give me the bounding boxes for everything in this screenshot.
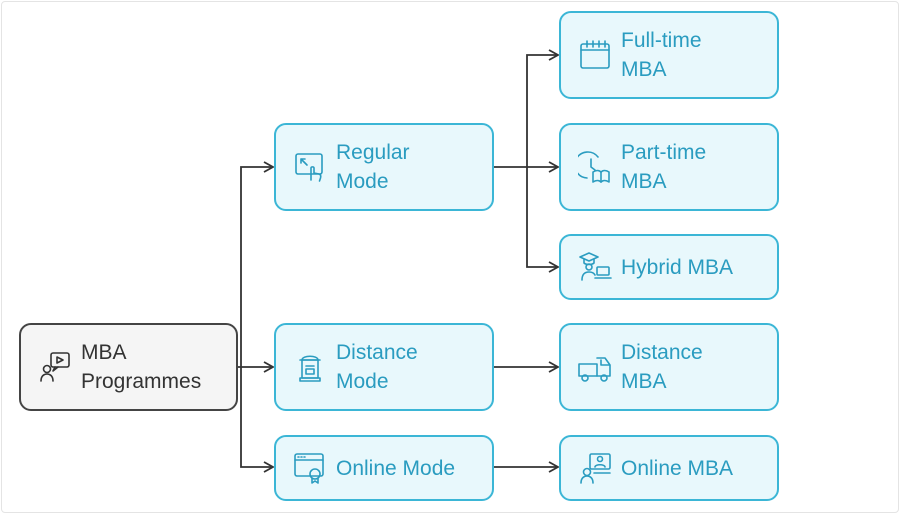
edge-regular-hybrid: [526, 167, 560, 273]
video-chat-person-icon: [37, 349, 73, 385]
node-online-mode[interactable]: Online Mode: [274, 435, 494, 501]
node-full-time-mba[interactable]: Full-time MBA: [559, 11, 779, 99]
programme-label-part-time: Part-time MBA: [621, 141, 707, 193]
root-label: MBA Programmes: [81, 341, 202, 393]
mode-label-distance: Distance Mode: [336, 341, 418, 393]
calendar-icon: [577, 37, 613, 73]
programme-label-distance-mba: Distance MBA: [621, 341, 703, 393]
node-hybrid-mba[interactable]: Hybrid MBA: [559, 234, 779, 300]
mode-label-online: Online Mode: [336, 456, 456, 480]
postbox-icon: [292, 349, 328, 385]
edge-root-online: [240, 367, 275, 473]
clock-book-icon: [577, 149, 613, 185]
node-online-mba[interactable]: Online MBA: [559, 435, 779, 501]
browser-certificate-icon: [292, 450, 328, 486]
graduate-laptop-icon: [577, 249, 613, 285]
online-learner-icon: [577, 450, 613, 486]
node-regular-mode[interactable]: Regular Mode: [274, 123, 494, 211]
programme-label-hybrid: Hybrid MBA: [621, 255, 734, 279]
programme-label-online-mba: Online MBA: [621, 456, 734, 480]
mode-label-regular: Regular Mode: [336, 141, 410, 193]
touch-screen-icon: [292, 149, 328, 185]
delivery-truck-icon: [577, 349, 613, 385]
programme-label-full-time: Full-time MBA: [621, 29, 702, 81]
node-part-time-mba[interactable]: Part-time MBA: [559, 123, 779, 211]
node-distance-mba[interactable]: Distance MBA: [559, 323, 779, 411]
node-distance-mode[interactable]: Distance Mode: [274, 323, 494, 411]
edge-regular-fulltime: [493, 49, 560, 168]
root-node-mba-programmes[interactable]: MBA Programmes: [19, 323, 238, 411]
